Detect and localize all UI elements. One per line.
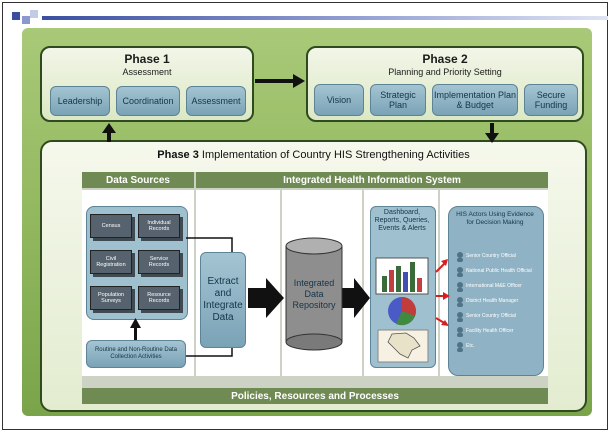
corner-square-light (30, 10, 38, 18)
arrow-repository-to-dashboard (342, 278, 370, 318)
band-data-sources: Data Sources (82, 172, 194, 188)
step-vision: Vision (314, 84, 364, 116)
actor-label: District Health Manager (466, 298, 519, 304)
step-coordination: Coordination (116, 86, 180, 116)
step-strategic-plan: Strategic Plan (370, 84, 426, 116)
bar-chart-thumbnail (375, 257, 429, 295)
extract-integrate-box: Extract and Integrate Data (200, 252, 246, 348)
corner-square-light (22, 16, 30, 24)
collection-activities-box: Routine and Non-Routine Data Collection … (86, 340, 186, 368)
red-arrowheads (441, 259, 450, 326)
connector-extract-to-collection (186, 348, 233, 357)
phase1-subtitle: Assessment (122, 67, 172, 77)
phase2-title: Phase 2 (422, 52, 468, 66)
actors-group (448, 206, 544, 376)
band-ihis: Integrated Health Information System (196, 172, 548, 188)
actor-label: Senior Country Official (466, 253, 516, 259)
actor-label: International M&E Officer (466, 283, 522, 289)
arrow-collection-to-sources (130, 318, 141, 340)
phase2-box: Phase 2 Planning and Priority Setting Vi… (306, 46, 584, 122)
phase3-title-rest: Implementation of Country HIS Strengthen… (198, 149, 470, 161)
source-card-service-records: Service Records (138, 250, 180, 274)
phase2-subtitle: Planning and Priority Setting (388, 67, 502, 77)
step-leadership: Leadership (50, 86, 110, 116)
actor-label: Senior Country Official (466, 313, 516, 319)
dashboard-label: Dashboard, Reports, Queries, Events & Al… (374, 209, 430, 232)
actor-label: Facility Health Officer (466, 328, 514, 334)
actor-label: National Public Health Official (466, 268, 532, 274)
repository-cylinder (285, 237, 343, 351)
arrow-phase2-to-phase3 (485, 123, 499, 143)
connector-sources-to-extract (186, 237, 233, 252)
source-card-individual-records: Individual Records (138, 214, 180, 238)
step-assessment: Assessment (186, 86, 246, 116)
source-card-resource-records: Resource Records (138, 286, 180, 310)
title-bar (42, 16, 608, 20)
actors-title: HIS Actors Using Evidence for Decision M… (456, 211, 534, 226)
source-card-civil-registration: Civil Registration (90, 250, 132, 274)
source-card-population-surveys: Population Surveys (90, 286, 132, 310)
phase1-box: Phase 1 Assessment Leadership Coordinati… (40, 46, 254, 122)
actor-label: Etc. (466, 343, 475, 349)
step-implementation-plan: Implementation Plan & Budget (432, 84, 518, 116)
corner-square-dark (12, 12, 20, 20)
band-policies: Policies, Resources and Processes (82, 388, 548, 404)
repository-label: Integrated Data Repository (292, 278, 336, 310)
phase3-title-bold: Phase 3 (157, 149, 199, 161)
pie-chart-thumbnail (388, 297, 416, 326)
arrow-phase3-to-phase1 (102, 123, 116, 142)
person-icons (457, 252, 463, 352)
source-card-census: Census (90, 214, 132, 238)
arrow-extract-to-repository (248, 278, 284, 318)
arrow-phase1-to-phase2 (255, 74, 305, 88)
phase1-title: Phase 1 (124, 52, 170, 66)
step-secure-funding: Secure Funding (524, 84, 578, 116)
map-thumbnail (377, 329, 429, 363)
phase3-title: Phase 3 Implementation of Country HIS St… (42, 149, 585, 161)
